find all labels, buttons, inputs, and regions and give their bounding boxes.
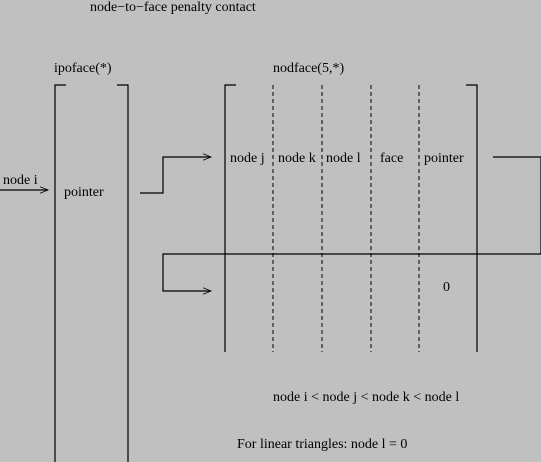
- ipoface-pointer-cell: pointer: [64, 185, 104, 200]
- nodface-array-box: [224, 84, 478, 352]
- nodface-next-row-arrow: [162, 156, 541, 291]
- nodface-column-pointer: pointer: [424, 151, 464, 166]
- nodface-column-face: face: [380, 151, 403, 166]
- node-i-label: node i: [3, 173, 38, 188]
- node-ordering-note: node i < node j < node k < node l: [273, 390, 459, 405]
- nodface-column-node-j: node j: [230, 151, 265, 166]
- nodface-column-node-k: node k: [278, 151, 316, 166]
- ipoface-label: ipoface(*): [54, 61, 112, 76]
- second-row-pointer-value: 0: [443, 280, 450, 295]
- ipoface-array-box: [54, 84, 129, 462]
- ipoface-to-nodface-arrow: [140, 157, 211, 194]
- nodface-label: nodface(5,*): [273, 61, 344, 76]
- diagram-title: node−to−face penalty contact: [90, 0, 256, 15]
- linear-triangles-note: For linear triangles: node l = 0: [237, 437, 407, 452]
- nodface-column-node-l: node l: [326, 151, 361, 166]
